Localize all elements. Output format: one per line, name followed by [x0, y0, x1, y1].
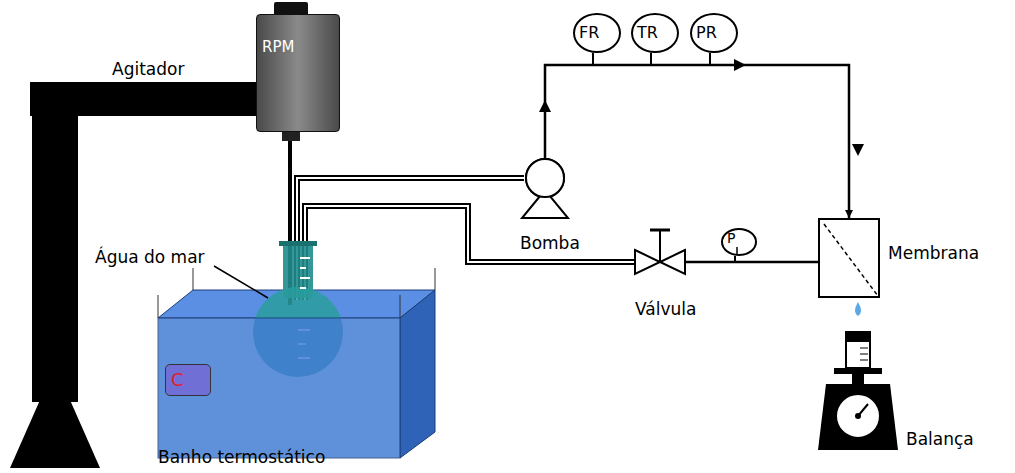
- flow-arrows: [539, 59, 864, 156]
- pressure-gauge: PR: [690, 13, 738, 53]
- node-label: Bomba: [520, 234, 580, 254]
- node-label: RPM: [262, 39, 294, 56]
- node-label: Válvula: [635, 300, 696, 320]
- node-label: C: [171, 370, 184, 391]
- balance-scale-shape: [812, 318, 904, 458]
- temperature-gauge: TR: [631, 13, 679, 53]
- motor-box: RPM: [256, 14, 340, 132]
- controller-box: C: [165, 364, 211, 396]
- part-label: Água do mar: [95, 248, 205, 268]
- membrane-module-shape: [820, 220, 882, 300]
- pressure-indicator: P: [721, 228, 757, 256]
- bath-water-front: [158, 318, 400, 458]
- permeate-drop: [855, 302, 861, 316]
- node-label: Banho termostático: [158, 448, 325, 468]
- bath-tank: [158, 268, 435, 458]
- membrane-module: Membrana: [818, 218, 880, 298]
- gauge-stems: [593, 53, 735, 262]
- node-label: Balança: [906, 430, 974, 450]
- node-label: Membrana: [888, 244, 979, 264]
- leader-line: [214, 266, 268, 298]
- node-label: P: [727, 230, 735, 246]
- pump-symbol: Bomba: [520, 158, 570, 220]
- motor-collar: [282, 131, 300, 141]
- node-label: TR: [637, 24, 658, 42]
- flow-line: [685, 261, 818, 264]
- part-label: Agitador: [112, 60, 184, 80]
- node-label: FR: [579, 24, 599, 42]
- balance-scale: Balança: [812, 318, 904, 458]
- valve-symbol: Válvula: [635, 238, 685, 286]
- tubing: [290, 141, 635, 305]
- flow-line: [545, 65, 849, 218]
- node-label: PR: [696, 24, 717, 42]
- thermostatic-bath: Banho termostático C: [158, 292, 436, 470]
- flow-gauge: FR: [573, 13, 621, 53]
- pump-symbol-shape: [520, 158, 570, 220]
- valve-symbol-shape: [635, 238, 685, 286]
